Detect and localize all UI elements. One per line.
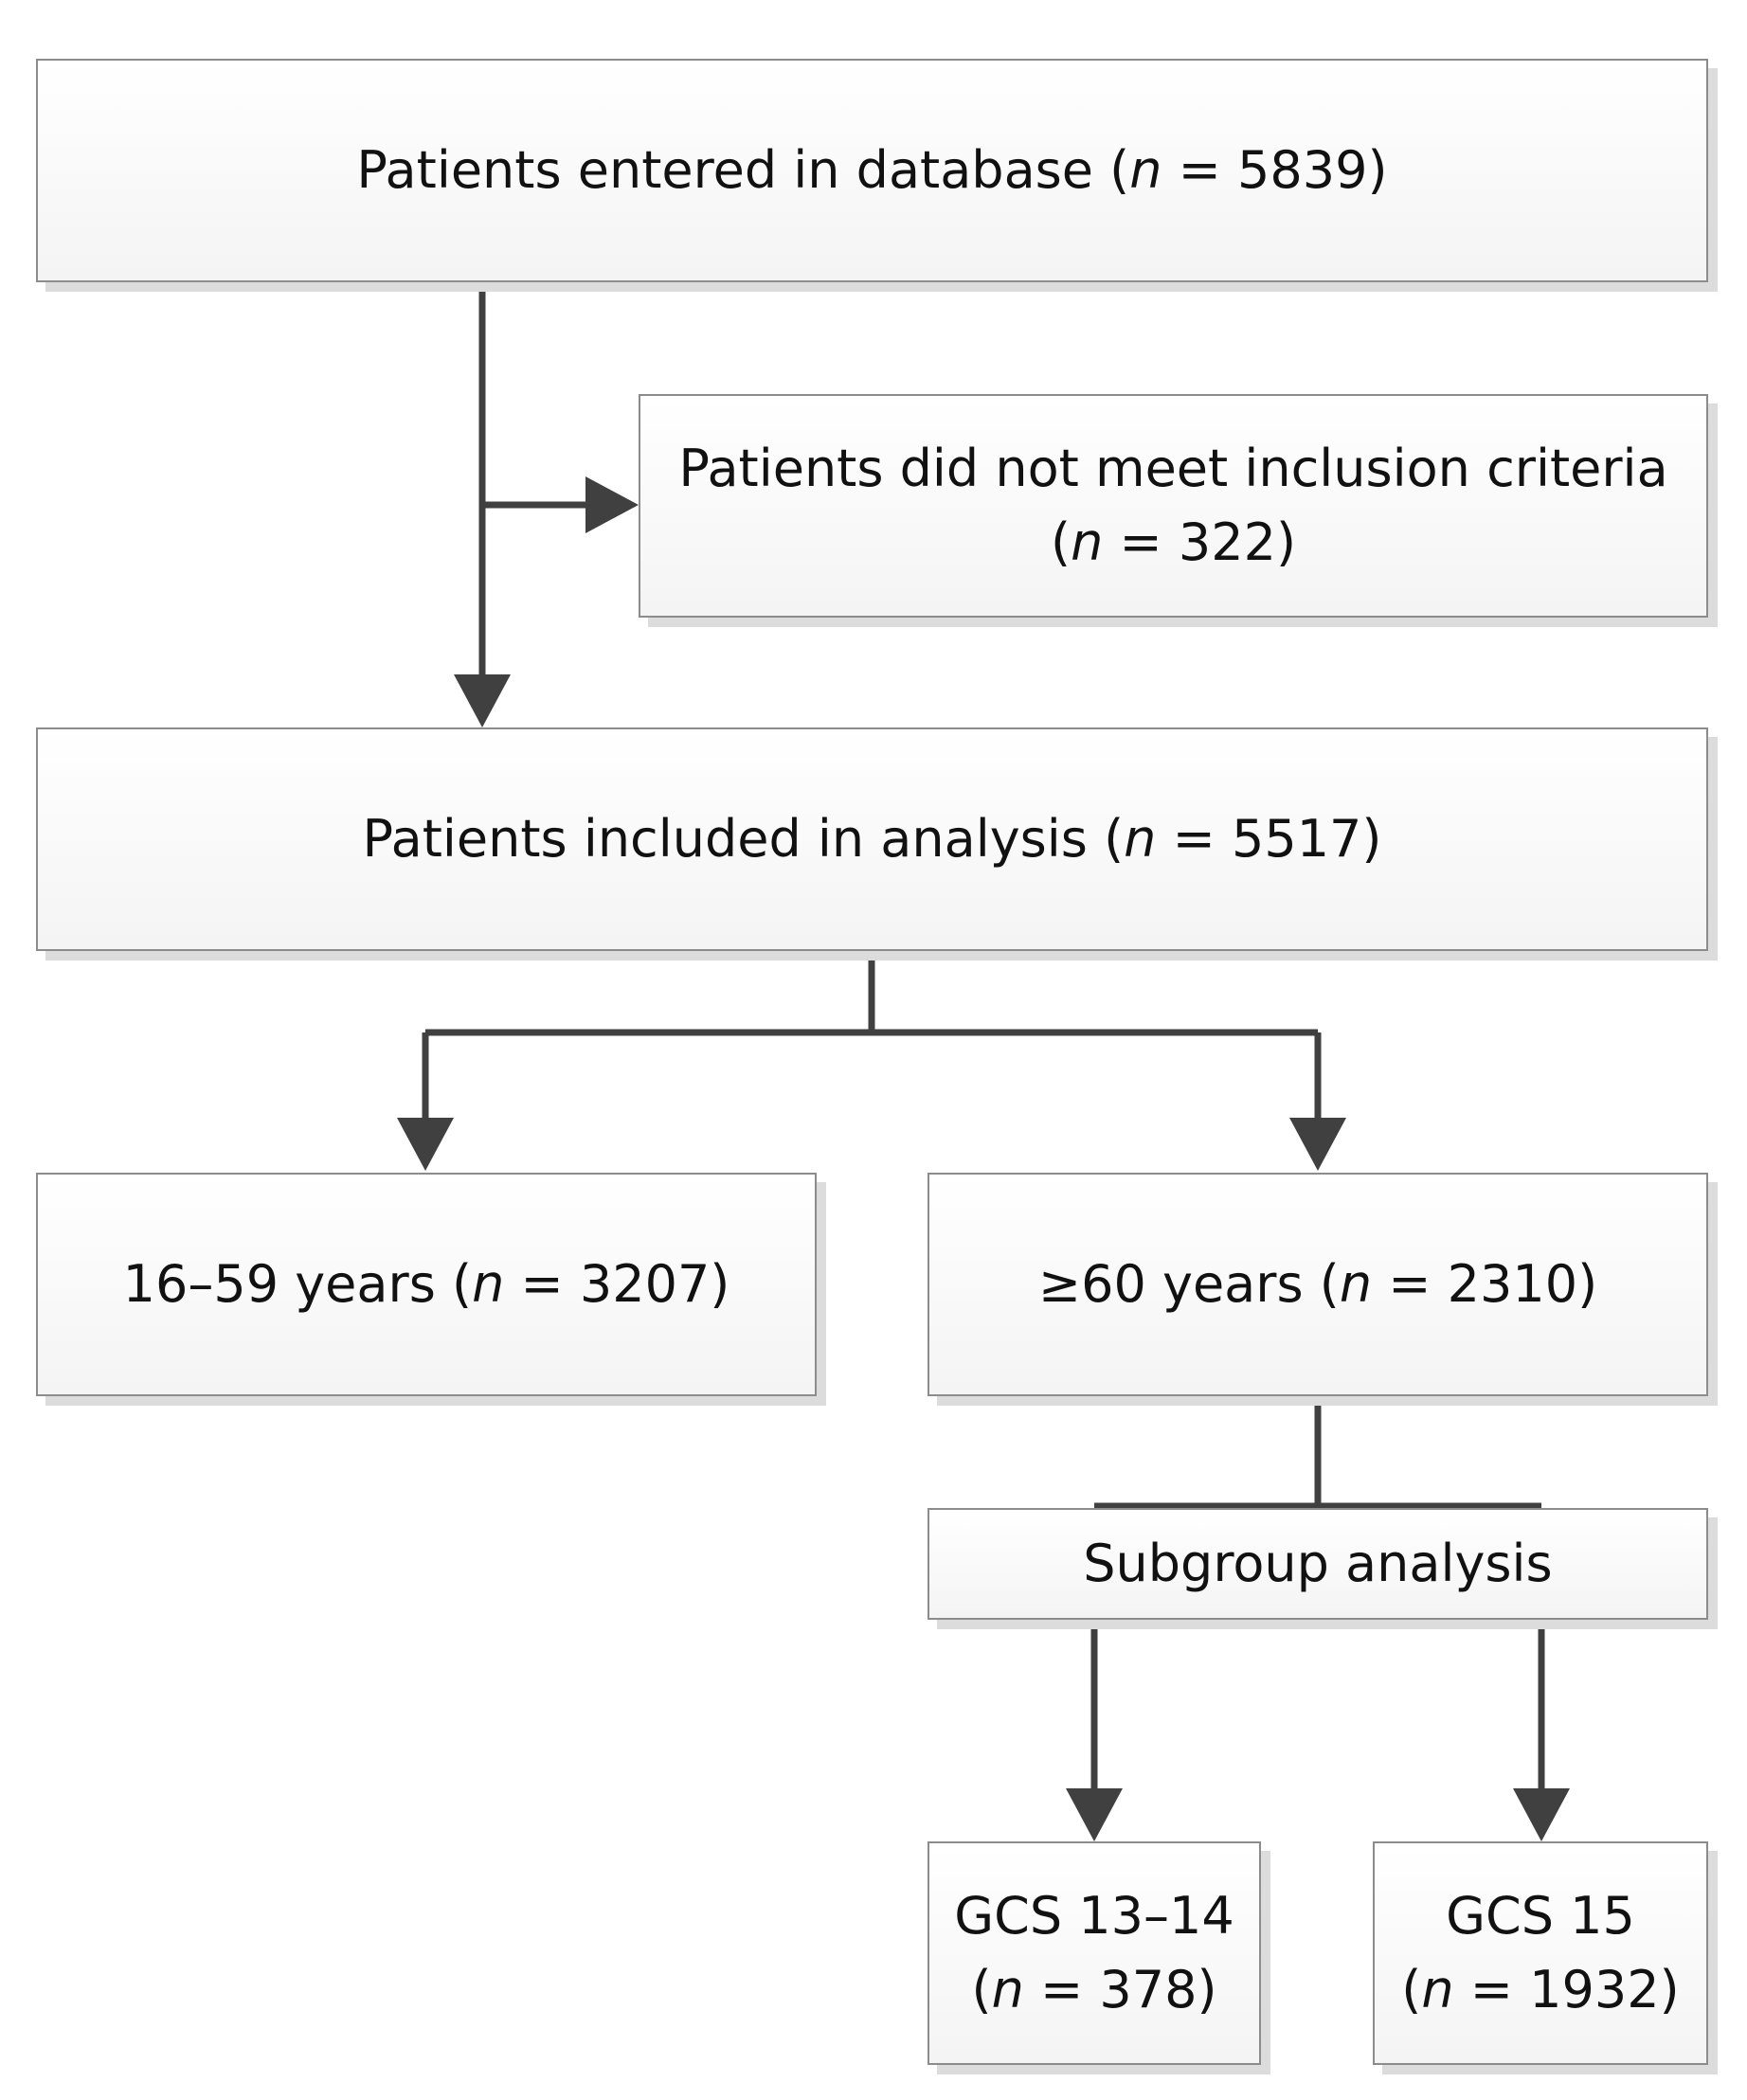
box-subgroup-analysis: Subgroup analysis [928,1508,1708,1620]
subgroup-label: Subgroup analysis [1083,1533,1553,1593]
arrowhead-gcs1314 [1066,1788,1123,1841]
gcs1314-label: GCS 13–14 [954,1885,1234,1946]
arrowhead-old [1289,1118,1346,1171]
arrowhead-gcs15 [1513,1788,1570,1841]
box-age-16-59: 16–59 years (n = 3207) [36,1173,817,1396]
gcs15-label: GCS 15 [1446,1885,1635,1946]
arrowhead-excluded [585,476,639,533]
entered-label: Patients entered in database (n = 5839) [356,139,1388,200]
box-patients-included: Patients included in analysis (n = 5517) [36,727,1708,951]
arrowhead-included [454,674,511,727]
excluded-label: Patients did not meet inclusion criteria [678,438,1668,498]
excluded-count: (n = 322) [1050,512,1297,572]
old-label: ≥60 years (n = 2310) [1037,1253,1598,1314]
gcs1314-count: (n = 378) [971,1960,1217,2019]
box-gcs-13-14: GCS 13–14 (n = 378) [928,1841,1261,2065]
box-patients-excluded: Patients did not meet inclusion criteria… [639,394,1708,618]
box-age-60-plus: ≥60 years (n = 2310) [928,1173,1708,1396]
box-gcs-15: GCS 15 (n = 1932) [1373,1841,1708,2065]
included-label: Patients included in analysis (n = 5517) [362,808,1382,869]
gcs15-count: (n = 1932) [1401,1960,1680,2019]
arrowhead-young [397,1118,454,1171]
young-label: 16–59 years (n = 3207) [122,1253,730,1314]
box-patients-entered: Patients entered in database (n = 5839) [36,59,1708,282]
